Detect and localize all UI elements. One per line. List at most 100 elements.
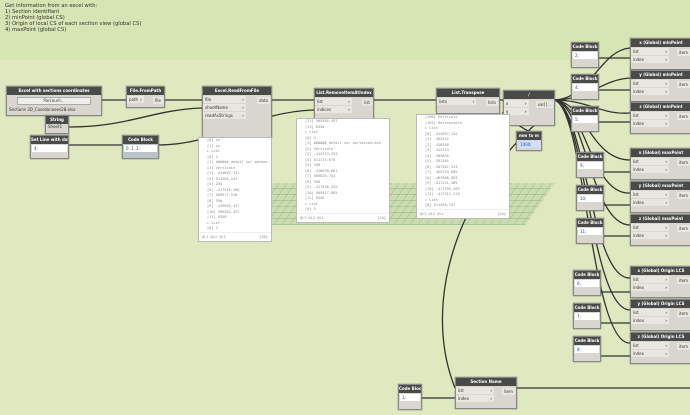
input-port[interactable]: list <box>631 80 669 87</box>
excel-file-node[interactable]: Excel with sections coordinates Parcouri… <box>6 86 102 116</box>
input-port[interactable]: index <box>631 120 669 127</box>
browse-button[interactable]: Parcourir... <box>17 97 91 105</box>
code-input[interactable]: 0..1..2; <box>124 145 157 152</box>
input-port[interactable]: list <box>631 342 669 349</box>
output-port[interactable]: item <box>501 388 515 395</box>
get-item-node[interactable]: x (Global) Origin LCS list index item <box>630 266 690 298</box>
preview-line: [0] 5 <box>305 207 316 211</box>
code-input[interactable]: 6; <box>575 280 599 287</box>
input-port[interactable]: index <box>631 166 669 173</box>
code-block-node[interactable]: Code Block 2; <box>571 42 599 68</box>
get-item-node[interactable]: y (Global) minPoint list index item <box>630 70 690 102</box>
code-input[interactable]: 10; <box>578 195 602 202</box>
code-block-node[interactable]: Code Block 0..1..2; <box>122 135 159 159</box>
output-port[interactable]: lists <box>486 99 498 106</box>
code-input[interactable]: 8; <box>575 346 599 353</box>
input-port[interactable]: list <box>631 191 669 198</box>
code-input[interactable]: 5; <box>573 116 597 123</box>
input-port[interactable]: indices <box>315 106 352 113</box>
input-port[interactable]: lists <box>437 98 477 105</box>
output-port[interactable]: item <box>676 81 690 88</box>
transpose-node[interactable]: List.Transpose lists lists <box>436 88 500 114</box>
input-port[interactable]: index <box>456 395 494 402</box>
code-block-node[interactable]: Code Block 7; <box>573 303 601 329</box>
input-port[interactable]: index <box>631 88 669 95</box>
code-block-node[interactable]: Code Block 5; <box>571 106 599 132</box>
code-input[interactable]: 4; <box>32 145 67 152</box>
code-block-node[interactable]: Code Block 11; <box>576 218 604 244</box>
mm-to-m-node[interactable]: mm to m 1000; <box>516 131 542 151</box>
code-block-node[interactable]: Code Block 9; <box>576 152 604 178</box>
input-port[interactable]: list <box>631 224 669 231</box>
get-item-node[interactable]: y (Global) maxPoint list index item <box>630 181 690 213</box>
input-port[interactable]: index <box>631 232 669 239</box>
excel-read-node[interactable]: Excel.ReadFromFile file sheetName readAs… <box>202 86 272 138</box>
code-block-node[interactable]: Code Block 6; <box>573 270 601 296</box>
code-block-node[interactable]: Code Block 8; <box>573 336 601 362</box>
code-input[interactable]: 1; <box>400 394 420 401</box>
get-item-node[interactable]: z (Global) Origin LCS list index item <box>630 332 690 364</box>
divide-node[interactable]: / x y var[]... <box>503 90 555 126</box>
input-port[interactable]: y <box>504 108 529 115</box>
code-input[interactable]: 9; <box>578 162 602 169</box>
input-port[interactable]: list <box>631 48 669 55</box>
output-port[interactable]: item <box>676 343 690 350</box>
output-port[interactable]: item <box>676 225 690 232</box>
input-port[interactable]: list <box>456 387 494 394</box>
note-line: 3) Origin of local CS of each section vi… <box>5 21 142 27</box>
code-input[interactable]: 4; <box>573 84 597 91</box>
get-item-node[interactable]: y (Global) Origin LCS list index item <box>630 299 690 331</box>
string-value[interactable]: Sheet1 <box>48 124 63 129</box>
input-port[interactable]: sheetName <box>203 104 246 111</box>
input-port[interactable]: index <box>631 350 669 357</box>
preview-line: [10] -417299,205 <box>425 186 460 191</box>
preview-line: [9] -417656,532 <box>305 185 338 189</box>
preview-line: [101] Horizontale <box>425 120 462 125</box>
section-name-node[interactable]: Section Name list index item <box>455 377 517 409</box>
code-block-node[interactable]: Code Block 4; <box>571 74 599 100</box>
code-input[interactable]: 2; <box>573 52 597 59</box>
section-name-code-block[interactable]: Code Block 1; <box>398 384 422 410</box>
output-port[interactable]: data <box>256 97 270 104</box>
input-port[interactable]: index <box>631 56 669 63</box>
output-port[interactable]: list <box>362 99 372 106</box>
input-port[interactable]: list <box>631 158 669 165</box>
code-input[interactable]: 7; <box>575 313 599 320</box>
get-item-node[interactable]: x (Global) maxPoint list index item <box>630 148 690 180</box>
input-port[interactable]: file <box>203 96 246 103</box>
output-port[interactable]: item <box>676 310 690 317</box>
code-block-node[interactable]: Code Block 10; <box>576 185 604 211</box>
input-port[interactable]: x <box>504 100 529 107</box>
preview-line: [6] -507387,313 <box>425 164 458 169</box>
set-line-node[interactable]: Set Line with data 4; <box>30 135 69 159</box>
input-port[interactable]: index <box>631 199 669 206</box>
get-item-node[interactable]: z (Global) maxPoint list index item <box>630 214 690 246</box>
preview-line: [100] Verticale <box>425 115 458 119</box>
note-line: 1) Section identifiant <box>5 9 60 15</box>
code-input[interactable]: 11; <box>578 228 602 235</box>
input-port[interactable]: list <box>631 276 669 283</box>
output-port[interactable]: item <box>676 113 690 120</box>
node-title: mm to m <box>517 132 541 140</box>
preview-line: [11] -417511,219 <box>425 192 460 196</box>
input-port[interactable]: path <box>127 96 144 103</box>
output-port[interactable]: item <box>676 192 690 199</box>
output-port[interactable]: var[]... <box>535 101 553 108</box>
input-port[interactable]: index <box>631 284 669 291</box>
string-node[interactable]: String Sheet1 <box>45 115 69 134</box>
input-port[interactable]: index <box>631 317 669 324</box>
output-port[interactable]: item <box>676 49 690 56</box>
code-input[interactable]: 1000; <box>518 141 540 148</box>
input-port[interactable]: list <box>631 112 669 119</box>
file-from-path-node[interactable]: File.FromPath path file <box>126 86 165 108</box>
remove-item-node[interactable]: List.RemoveItemAtIndex list indices list <box>314 88 374 120</box>
output-port[interactable]: item <box>676 277 690 284</box>
input-port[interactable]: readAsStrings <box>203 112 246 119</box>
output-port[interactable]: file <box>152 97 163 104</box>
input-port[interactable]: list <box>631 309 669 316</box>
get-item-node[interactable]: z (Global) minPoint list index item <box>630 102 690 134</box>
output-port[interactable]: item <box>676 159 690 166</box>
input-port[interactable]: list <box>315 98 352 105</box>
get-item-node[interactable]: x (Global) minPoint list index item <box>630 38 690 70</box>
preview-line: [2] Verticale <box>305 146 334 151</box>
